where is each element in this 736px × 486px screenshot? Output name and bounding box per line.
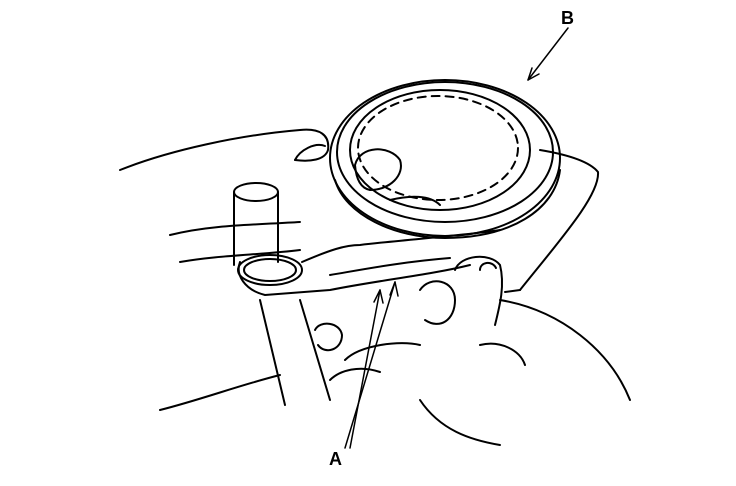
- label-b: B: [561, 8, 574, 28]
- right-hand: [314, 255, 631, 446]
- arrow-a1: [344, 281, 396, 449]
- rod: [233, 182, 331, 406]
- synchro-sleeve: [329, 79, 561, 239]
- left-hand: [119, 128, 330, 411]
- arrow-a2: [349, 289, 381, 449]
- arrow-b: [527, 27, 569, 81]
- fingers: [354, 148, 441, 206]
- callout-arrows: [344, 27, 569, 449]
- label-a: A: [329, 449, 342, 469]
